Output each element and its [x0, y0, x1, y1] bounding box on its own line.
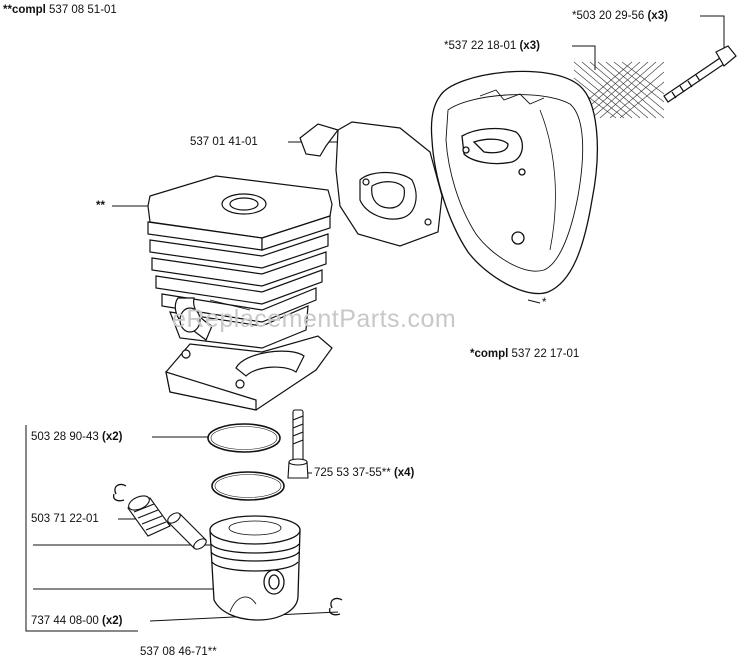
- part-number: 537 01 41-01: [190, 136, 258, 148]
- part-number: 537 08 46-71**: [140, 646, 217, 658]
- part-qty: (x3): [647, 10, 668, 22]
- label-cylinder-star: **: [96, 199, 105, 213]
- bracket: [299, 121, 443, 247]
- leader-line: [572, 45, 596, 70]
- label-piston-rings: 503 28 90-43 (x2): [31, 430, 122, 444]
- leader-line: [527, 299, 541, 304]
- label-muffler-bolt: *503 20 29-56 (x3): [572, 9, 668, 23]
- leader-line: [700, 15, 725, 52]
- cylinder: [147, 175, 333, 411]
- piston-pin: [167, 512, 207, 550]
- part-number: 503 71 22-01: [31, 513, 99, 525]
- label-muffler-compl: *compl 537 22 17-01: [470, 347, 579, 361]
- part-number: *: [542, 297, 547, 309]
- label-muffler-star: *: [542, 296, 546, 310]
- part-number: 725 53 37-55**: [314, 467, 391, 479]
- leader-line: [25, 425, 138, 632]
- label-prefix: *compl: [470, 348, 509, 360]
- circlip-right: [328, 597, 343, 616]
- part-qty: (x2): [102, 431, 123, 443]
- label-cylinder-compl: **compl 537 08 51-01: [3, 3, 117, 17]
- part-number: *537 22 18-01: [444, 40, 517, 52]
- muffler-bolt: [663, 45, 737, 103]
- label-screen: *537 22 18-01 (x3): [444, 39, 540, 53]
- part-number: 737 44 08-00: [31, 615, 99, 627]
- part-number: 537 22 17-01: [511, 348, 580, 360]
- circlips: [112, 483, 343, 616]
- watermark: eReplacementParts.com: [172, 305, 457, 333]
- label-prefix: **compl: [3, 4, 46, 16]
- needle-bearing: [127, 495, 171, 537]
- part-qty: (x4): [393, 467, 415, 479]
- label-circlip: 737 44 08-00 (x2): [31, 614, 122, 628]
- cylinder-screw: [287, 409, 309, 479]
- label-bracket: 537 01 41-01: [190, 135, 258, 149]
- part-qty: (x3): [519, 40, 540, 52]
- part-number: 537 08 51-01: [49, 4, 117, 16]
- label-piston: 537 08 46-71**: [140, 645, 217, 659]
- part-number: *503 20 29-56: [572, 10, 645, 22]
- piston: [209, 515, 301, 621]
- piston-rings: [207, 423, 285, 501]
- muffler: [430, 70, 598, 295]
- label-needle-bearing: 503 71 22-01: [31, 512, 99, 526]
- label-cylinder-screws: 725 53 37-55** (x4): [314, 466, 414, 480]
- part-number: 503 28 90-43: [31, 431, 99, 443]
- part-number: **: [96, 200, 105, 212]
- circlip-left: [112, 483, 127, 502]
- part-qty: (x2): [102, 615, 123, 627]
